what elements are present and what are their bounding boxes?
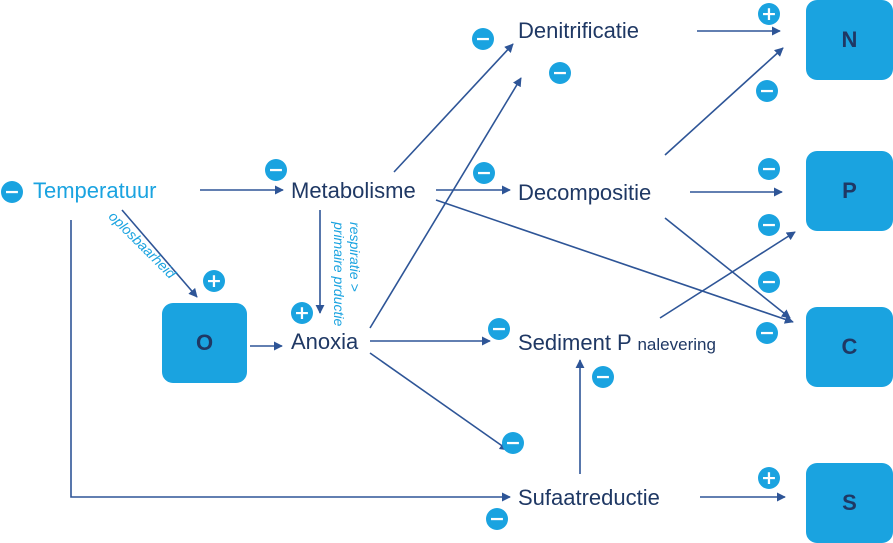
node-temperatuur: Temperatuur xyxy=(33,178,157,203)
arrow-decompositie-c xyxy=(664,217,791,319)
minus-sign-sulfaat-arrow: − xyxy=(502,432,524,454)
edge-label-respiratie: respiratie > primaire prductie xyxy=(331,222,363,326)
minus-sign-c-upper: − xyxy=(758,271,780,293)
node-sediment-sub: nalevering xyxy=(637,335,716,354)
box-p: P xyxy=(806,151,893,231)
node-metabolisme: Metabolisme xyxy=(291,178,416,203)
minus-sign-decompositie: − xyxy=(473,162,495,184)
box-n: N xyxy=(806,0,893,80)
minus-sign-sediment: − xyxy=(488,318,510,340)
arrow-anoxia-denitrificatie xyxy=(369,77,522,329)
arrow-metabolisme-denitrificatie xyxy=(393,43,514,173)
minus-sign-p-below: − xyxy=(758,214,780,236)
plus-sign-o: + xyxy=(203,270,225,292)
box-s: S xyxy=(806,463,893,543)
node-decompositie-part2: positie xyxy=(587,180,652,205)
plus-sign-s: + xyxy=(758,467,780,489)
arrow-temperatuur-sulfaat xyxy=(70,220,511,502)
minus-sign-denitrificatie-left: − xyxy=(472,28,494,50)
minus-sign-denitrificatie-below: − xyxy=(549,62,571,84)
minus-sign-temperatuur: − xyxy=(1,181,23,203)
arrow-anoxia-sulfaat xyxy=(369,352,509,451)
box-c: C xyxy=(806,307,893,387)
arrow-decompositie-n xyxy=(664,47,784,156)
node-sediment-main: Sediment P xyxy=(518,330,632,355)
node-decompositie: Decompositie xyxy=(518,182,651,204)
minus-sign-sediment-below: − xyxy=(592,366,614,388)
arrow-sediment-p xyxy=(659,231,796,319)
minus-sign-n: − xyxy=(756,80,778,102)
node-sulfaat: Sufaatreductie xyxy=(518,485,660,510)
node-decompositie-part1: Decom xyxy=(518,180,588,205)
node-anoxia: Anoxia xyxy=(291,329,359,354)
box-o: O xyxy=(162,303,247,383)
arrow-metabolisme-c xyxy=(435,199,794,324)
minus-sign-metabolisme: − xyxy=(265,159,287,181)
minus-sign-sulfaat: − xyxy=(486,508,508,530)
edge-label-respiratie-line2: primaire prductie xyxy=(330,222,347,327)
node-sediment: Sediment P nalevering xyxy=(518,332,716,354)
plus-sign-anoxia: + xyxy=(291,302,313,324)
edge-label-respiratie-line1: respiratie > xyxy=(347,222,363,292)
plus-sign-n: + xyxy=(758,3,780,25)
minus-sign-p: − xyxy=(758,158,780,180)
arrow-temperatuur-o xyxy=(121,209,198,298)
minus-sign-c-lower: − xyxy=(756,322,778,344)
node-denitrificatie: Denitrificatie xyxy=(518,18,640,43)
